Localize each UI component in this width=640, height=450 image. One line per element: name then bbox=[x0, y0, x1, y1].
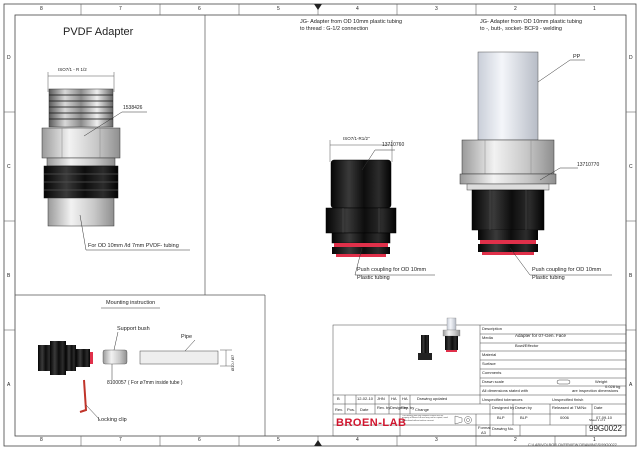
revby-header: Rev. by bbox=[377, 405, 391, 410]
mounting-title: Mounting instruction bbox=[106, 300, 156, 306]
jg-socket-part-number: 13710770 bbox=[577, 162, 600, 168]
sheet-label: Sheet 1 of 1 bbox=[589, 418, 606, 422]
designed-by-label: Designed by bbox=[492, 405, 515, 410]
locking-clip-label: Locking clip bbox=[98, 417, 127, 423]
zone-row-label: B bbox=[629, 273, 633, 279]
drawing-no-label: Drawing No. bbox=[492, 426, 515, 431]
pvdf-part-number: 1538426 bbox=[123, 105, 143, 111]
rev-date: 12-02-10 bbox=[357, 396, 374, 401]
support-bush-label: Support bush bbox=[117, 326, 150, 332]
zone-row-label: A bbox=[629, 382, 633, 388]
drawn-by-label: Drawn by bbox=[515, 405, 532, 410]
date-label: Date bbox=[594, 405, 603, 410]
zone-row-label: D bbox=[629, 55, 633, 61]
dims-note: All dimensions stated with bbox=[482, 388, 529, 393]
rev-change: Drawing updated bbox=[417, 396, 448, 401]
rev-value: B bbox=[337, 396, 340, 401]
finish-label: Unspecified finish bbox=[552, 397, 584, 402]
mounting-part-note: 8100057 ( For ø7mm inside tube ) bbox=[107, 380, 183, 386]
dimension-label: Ø10 / Ø7 bbox=[230, 354, 235, 371]
format-label: Format bbox=[478, 425, 491, 430]
designed-by-value: BLP bbox=[497, 415, 505, 420]
zone-col-label: 5 bbox=[277, 437, 280, 443]
zone-col-label: 2 bbox=[514, 437, 517, 443]
jg-socket-note-line1: Push coupling for OD 10mm bbox=[532, 267, 602, 273]
zone-col-label: 4 bbox=[356, 437, 359, 443]
zone-row-label: C bbox=[7, 164, 11, 170]
zone-col-label: 6 bbox=[198, 437, 201, 443]
jg-socket-pp-label: PP bbox=[573, 54, 581, 60]
pvdf-note: For OD 10mm /Id 7mm PVDF- tubing bbox=[88, 243, 179, 249]
change-header: Change bbox=[415, 407, 430, 412]
material-label: Material bbox=[482, 352, 497, 357]
jg-thread-title-line2: to thread : G-1/2 connection bbox=[300, 26, 369, 32]
description-label: Description bbox=[482, 326, 503, 331]
pvdf-thread-label: ISO7/1 - R 1/2 bbox=[58, 67, 87, 72]
jg-socket-note-line2: Plastic tubing bbox=[532, 275, 565, 281]
rev-check: HA bbox=[402, 396, 408, 401]
released-label: Released at TM/No bbox=[552, 405, 587, 410]
check-header: Rev. by bbox=[401, 405, 415, 410]
rev-by: JHN bbox=[377, 396, 385, 401]
jg-thread-note-line2: Plastic tubing bbox=[357, 275, 390, 281]
zone-row-label: A bbox=[7, 382, 11, 388]
drawing-number: 99G0022 bbox=[589, 424, 622, 433]
media-value: Bowl/Effector bbox=[515, 343, 539, 348]
zone-row-label: B bbox=[7, 273, 11, 279]
jg-socket-adapter-drawing bbox=[459, 51, 612, 276]
dims-note-2: are inspection dimensions bbox=[572, 388, 619, 393]
zone-col-label: 5 bbox=[277, 6, 280, 12]
projection-symbol bbox=[454, 415, 472, 425]
comments-label: Comments bbox=[482, 370, 502, 375]
rev-header: Rev. bbox=[335, 407, 343, 412]
jg-socket-title-line1: JG- Adapter from OD 10mm plastic tubing bbox=[480, 19, 583, 25]
pvdf-adapter-drawing bbox=[41, 72, 190, 251]
zone-row-label: C bbox=[629, 164, 633, 170]
zone-row-label: D bbox=[7, 55, 11, 61]
design-header: Design by bbox=[390, 405, 408, 410]
zone-col-label: 3 bbox=[435, 6, 438, 12]
pipe-label: Pipe bbox=[181, 334, 193, 340]
media-label: Media bbox=[482, 335, 493, 340]
jg-socket-title-line2: to -, butt-, socket- BCF9 - welding bbox=[480, 26, 562, 32]
zone-col-label: 7 bbox=[119, 437, 122, 443]
date-header: Date bbox=[360, 407, 369, 412]
released-value: 0006 bbox=[560, 415, 569, 420]
jg-thread-thread-label: ISO7/1-R1/2" bbox=[343, 136, 370, 141]
drawing-frame bbox=[3, 3, 637, 447]
title-block-lines bbox=[332, 324, 627, 437]
mounting-instruction-drawing bbox=[38, 307, 232, 421]
jg-thread-adapter-drawing bbox=[325, 140, 435, 276]
surface-label: Surface bbox=[482, 361, 496, 366]
pvdf-title: PVDF Adapter bbox=[63, 26, 134, 38]
format-value: A3 bbox=[481, 430, 486, 435]
zone-col-label: 4 bbox=[356, 6, 359, 12]
view-dividers bbox=[15, 15, 266, 436]
rev-design: HA bbox=[391, 396, 397, 401]
brand-logo: BROEN-LAB bbox=[336, 417, 407, 429]
fine-print: This drawing and any materials thereof a… bbox=[402, 415, 448, 422]
weight-value: 0.028 kg bbox=[605, 384, 621, 389]
zone-col-label: 7 bbox=[119, 6, 122, 12]
jg-thread-note-line1: Push coupling for OD 10mm bbox=[357, 267, 427, 273]
product-thumbnail bbox=[418, 317, 461, 360]
zone-col-label: 3 bbox=[435, 437, 438, 443]
zone-col-label: 8 bbox=[40, 437, 43, 443]
zone-col-label: 1 bbox=[593, 6, 596, 12]
jg-thread-title-line1: JG- Adapter from OD 10mm plastic tubing bbox=[300, 19, 403, 25]
jg-thread-part-number: 13710760 bbox=[382, 142, 405, 148]
tolerances-label: Unspecified tolerances bbox=[482, 397, 523, 402]
footer-file-path: C:\LAB\VOLBOR OVERVIEW DRAWINGS\99G0022 bbox=[528, 443, 617, 447]
drawn-scale-label: Drawn scale bbox=[482, 379, 505, 384]
drawn-by-value: BLP bbox=[520, 415, 528, 420]
description-value: Adapter for 07-Gen. Face bbox=[515, 333, 567, 338]
zone-col-label: 6 bbox=[198, 6, 201, 12]
zone-col-label: 2 bbox=[514, 6, 517, 12]
zone-col-label: 1 bbox=[593, 437, 596, 443]
pos-header: Pos. bbox=[347, 407, 356, 412]
date-value: 07-09-10 bbox=[596, 415, 613, 420]
weight-label: Weight bbox=[595, 379, 608, 384]
zone-col-label: 8 bbox=[40, 6, 43, 12]
